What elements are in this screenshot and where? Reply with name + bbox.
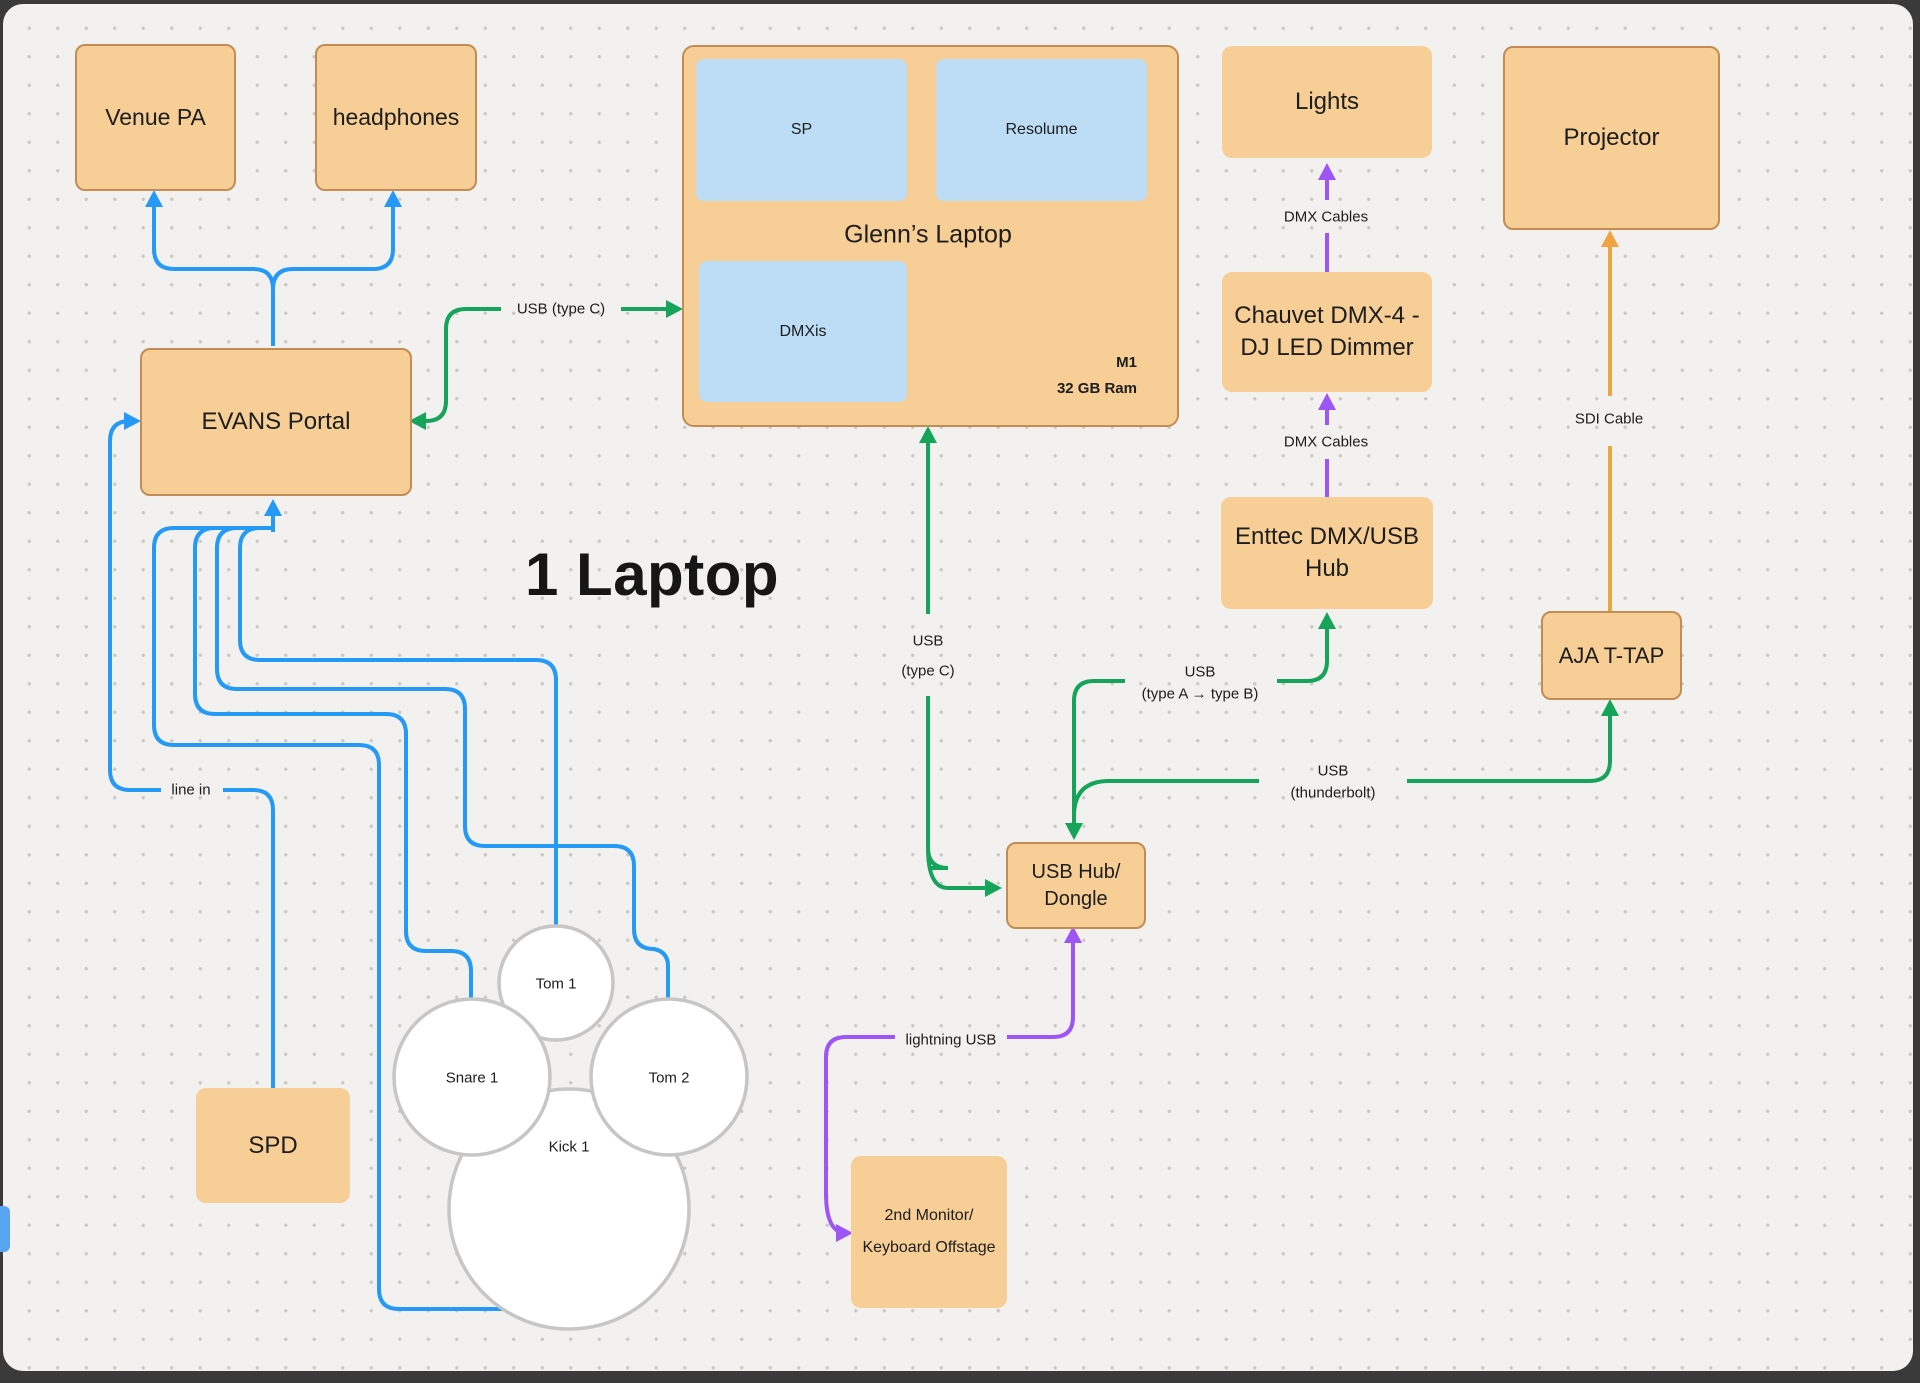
- node-label: DMXis: [779, 322, 827, 340]
- arrowhead-venuepa: [145, 190, 163, 207]
- node-chauvet[interactable]: Chauvet DMX-4 - DJ LED Dimmer: [1222, 272, 1432, 392]
- laptop-spec-ram: 32 GB Ram: [1056, 380, 1137, 398]
- laptop-spec-m1: M1: [1116, 354, 1137, 371]
- node-label: AJA T-TAP: [1558, 642, 1665, 668]
- node-label: Projector: [1563, 124, 1660, 152]
- wire-evans-to-venuepa[interactable]: [152, 205, 275, 346]
- drum-label-snare1: Snare 1: [445, 1069, 499, 1087]
- wire-usb-c-laptop-hub[interactable]: [926, 438, 988, 890]
- diagram-title[interactable]: 1 Laptop: [525, 541, 779, 608]
- arrowhead-laptop-bottom: [919, 426, 937, 443]
- arrowhead-hub-left: [985, 879, 1002, 897]
- node-spd[interactable]: SPD: [196, 1088, 350, 1203]
- node-headphones[interactable]: headphones: [315, 44, 477, 191]
- label-usb-type-c: USB (type C): [516, 300, 606, 318]
- wire-spd-line-in[interactable]: [108, 419, 275, 1088]
- node-label-line2: Hub: [1304, 555, 1350, 582]
- node-label: Resolume: [1005, 121, 1078, 139]
- drum-tom1[interactable]: [497, 924, 615, 1042]
- wire-usb-thunderbolt-hub-aja[interactable]: [1072, 713, 1612, 817]
- label-dmx-cables-1: DMX Cables: [1283, 208, 1369, 226]
- node-dmxis-app[interactable]: DMXis: [699, 261, 907, 402]
- node-label: SP: [790, 121, 813, 139]
- node-resolume-app[interactable]: Resolume: [936, 59, 1147, 201]
- node-label: Lights: [1294, 88, 1360, 116]
- arrowhead-hub-top: [1065, 823, 1083, 840]
- node-label: headphones: [332, 104, 460, 131]
- node-venue-pa[interactable]: Venue PA: [75, 44, 236, 191]
- node-label-line2: Keyboard Offstage: [862, 1239, 996, 1256]
- laptop-specs: M1 32 GB Ram: [1057, 350, 1137, 403]
- arrowhead-aja-bottom: [1601, 699, 1619, 716]
- drum-snare1[interactable]: [392, 997, 552, 1157]
- drum-label-kick1: Kick 1: [548, 1138, 590, 1156]
- arrowhead-monitor-left: [836, 1224, 853, 1242]
- drum-label-tom2: Tom 2: [648, 1069, 690, 1087]
- wire-tom2-to-evans[interactable]: [215, 526, 670, 998]
- arrowhead-lights-bottom: [1318, 163, 1336, 180]
- node-usb-hub[interactable]: USB Hub/ Dongle: [1006, 842, 1146, 929]
- label-line-in: line in: [171, 781, 211, 799]
- node-enttec[interactable]: Enttec DMX/USB Hub: [1221, 497, 1433, 609]
- label-lightning-usb: lightning USB: [905, 1031, 997, 1049]
- node-label: SPD: [248, 1131, 298, 1159]
- node-label-line1: Enttec DMX/USB: [1234, 523, 1420, 551]
- node-label-line1: USB Hub/: [1031, 861, 1121, 884]
- node-label-line2: Dongle: [1044, 887, 1108, 910]
- label-sdi-cable: SDI Cable: [1574, 410, 1644, 428]
- arrowhead-chauvet-bottom: [1318, 393, 1336, 410]
- wire-evans-to-headphones[interactable]: [271, 205, 395, 346]
- drum-label-tom1: Tom 1: [535, 975, 577, 993]
- drum-tom2[interactable]: [589, 997, 749, 1157]
- node-label-line1: Chauvet DMX-4 -: [1234, 302, 1420, 330]
- arrowhead-headphones: [384, 190, 402, 207]
- node-lights[interactable]: Lights: [1222, 46, 1432, 158]
- connector-layer: [108, 163, 1619, 1331]
- label-usb-type-c-vert-2: (type C): [901, 662, 955, 680]
- wire-usb-ab-hub-enttec[interactable]: [1072, 626, 1329, 828]
- label-usb-tb-1: USB: [1317, 762, 1349, 780]
- label-usb-ab-1: USB: [1184, 663, 1216, 681]
- node-projector[interactable]: Projector: [1503, 46, 1720, 230]
- node-label-line2: DJ LED Dimmer: [1240, 334, 1414, 361]
- label-usb-ab-2: (type A → type B): [1141, 685, 1259, 703]
- wire-tom1-to-evans[interactable]: [238, 526, 558, 925]
- wire-snare1-to-evans[interactable]: [193, 526, 473, 998]
- node-label-line1: 2nd Monitor/: [884, 1207, 974, 1224]
- node-evans-portal[interactable]: EVANS Portal: [140, 348, 412, 496]
- label-dmx-cables-2: DMX Cables: [1283, 433, 1369, 451]
- partial-toolbar-edge[interactable]: [0, 1206, 10, 1252]
- node-second-monitor[interactable]: 2nd Monitor/ Keyboard Offstage: [851, 1156, 1007, 1308]
- label-usb-tb-2: (thunderbolt): [1290, 784, 1376, 802]
- diagram-canvas[interactable]: Venue PA headphones SP Resolume DMXis Gl…: [3, 4, 1913, 1371]
- arrowhead-hub-bottom: [1064, 926, 1082, 943]
- arrowhead-evans-bottom: [264, 499, 282, 516]
- wire-usb-c-evans-laptop[interactable]: [422, 307, 667, 423]
- node-aja-ttap[interactable]: AJA T-TAP: [1541, 611, 1682, 700]
- arrowhead-evans-left: [124, 412, 141, 430]
- node-label: EVANS Portal: [201, 408, 351, 436]
- laptop-title: Glenn’s Laptop: [844, 220, 1012, 249]
- node-label: Venue PA: [105, 104, 206, 131]
- arrowhead-projector-bottom: [1601, 230, 1619, 247]
- drum-kick1[interactable]: [447, 1087, 691, 1331]
- arrowhead-evans-right: [409, 412, 426, 430]
- arrowhead-laptop-left: [666, 300, 683, 318]
- node-sp-app[interactable]: SP: [696, 59, 907, 201]
- label-usb-type-c-vert-1: USB: [912, 632, 944, 650]
- arrowhead-enttec-bottom: [1318, 612, 1336, 629]
